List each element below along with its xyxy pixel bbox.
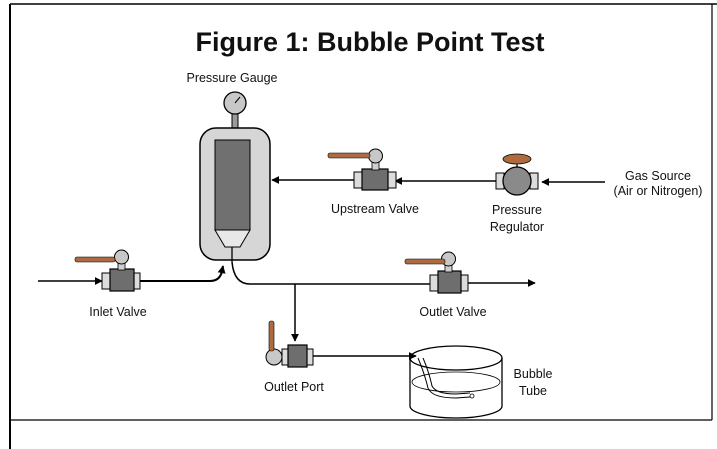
label-gas-source-line1: Gas Source [625,169,691,183]
filter-housing [199,91,271,262]
outlet-port [265,320,314,368]
label-bubble-tube-line2: Tube [519,384,547,398]
pressure-regulator [495,153,539,196]
figure-title: Figure 1: Bubble Point Test [195,27,544,57]
label-upstream-valve: Upstream Valve [331,202,419,216]
label-pressure-regulator-line1: Pressure [492,203,542,217]
bubble-tube [409,345,503,419]
line-housing-outlet [231,261,430,285]
label-pressure-gauge: Pressure Gauge [186,71,277,85]
inlet-valve-handle-icon [74,256,116,263]
outlet-valve-handle-icon [404,258,446,265]
filter-cartridge [214,139,251,231]
bubble-icon [469,393,475,399]
label-bubble-tube-line1: Bubble [514,367,553,381]
label-outlet-port: Outlet Port [264,380,324,394]
label-inlet-valve: Inlet Valve [89,305,146,319]
regulator-cap-icon [502,153,532,165]
line-inlet-to-housing [132,265,226,282]
upstream-valve-handle-icon [327,152,371,159]
upstream-valve [327,148,397,191]
label-outlet-valve: Outlet Valve [419,305,486,319]
label-pressure-regulator-line2: Regulator [490,220,544,234]
outlet-port-handle-icon [268,320,275,352]
figure-frame [9,3,717,449]
outlet-valve [404,251,469,294]
inlet-valve [74,249,141,292]
label-gas-source-line2: (Air or Nitrogen) [614,184,703,198]
